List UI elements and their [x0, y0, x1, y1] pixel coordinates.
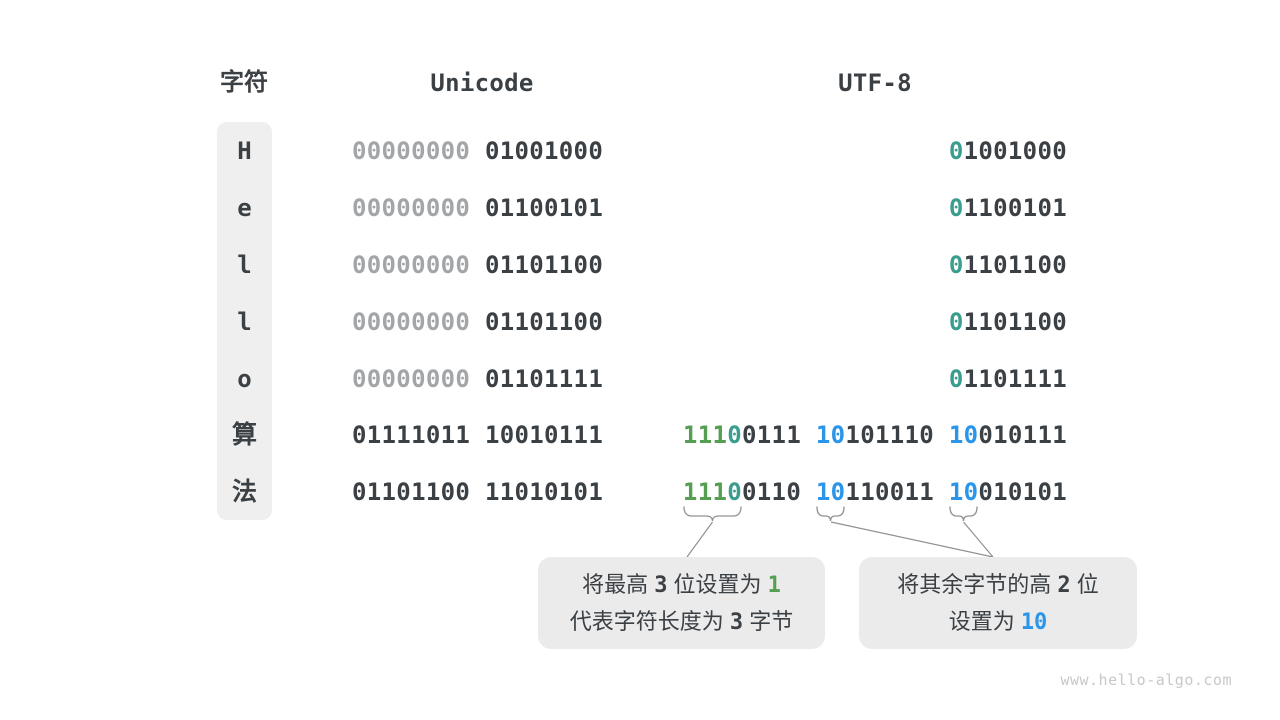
callout-text-line: 将最高 3 位设置为 1: [582, 566, 781, 603]
bit-segment: 0: [948, 194, 964, 223]
character-cell: H: [237, 137, 252, 166]
character-cell: 算: [231, 421, 257, 450]
callout-text: 将最高: [582, 572, 655, 597]
callout-highlight: 2: [1057, 573, 1071, 598]
bit-segment: 0: [948, 364, 964, 393]
bit-segment: 10: [948, 478, 979, 507]
unicode-binary-cell: 00000000 01100101: [352, 192, 603, 224]
bit-segment: 00000000: [352, 194, 471, 223]
bit-segment: 101110: [845, 421, 935, 450]
bit-segment: 01111011: [352, 421, 471, 450]
column-header-unicode: Unicode: [430, 69, 534, 97]
bit-segment: 10010111: [484, 421, 604, 450]
bit-segment: 10: [815, 421, 846, 450]
column-header-character: 字符: [220, 69, 268, 96]
bit-segment: 00000000: [352, 137, 471, 166]
unicode-binary-cell: 00000000 01001000: [352, 135, 603, 167]
column-header-utf8: UTF-8: [838, 69, 912, 97]
callout-highlight: 10: [1020, 610, 1048, 635]
bit-segment: 00000000: [352, 250, 471, 279]
character-column-background: [217, 122, 272, 520]
bit-segment: 01101100: [484, 307, 604, 336]
callout-text-line: 代表字符长度为 3 字节: [570, 603, 794, 640]
callout-text: 将其余字节的高: [897, 572, 1058, 597]
bit-segment: 010101: [978, 478, 1067, 507]
bit-segment: 1101111: [963, 364, 1067, 393]
character-cell: o: [237, 364, 252, 393]
character-cell: l: [237, 307, 252, 336]
bit-segment: 00000000: [352, 364, 471, 393]
character-cell: 法: [231, 478, 257, 507]
utf8-binary-cell: 11100110 10110011 10010101: [683, 476, 1067, 508]
callout-highlight: 3: [654, 573, 668, 598]
bit-segment: 0: [948, 250, 964, 279]
bit-segment: 10: [815, 478, 846, 507]
unicode-binary-cell: 00000000 01101100: [352, 306, 603, 338]
unicode-binary-cell: 01101100 11010101: [352, 476, 603, 508]
connector-line-continuation-2: [830, 521, 994, 558]
bit-segment: 1001000: [963, 137, 1067, 166]
bit-segment: 11010101: [484, 478, 604, 507]
callout-text: 代表字符长度为: [569, 609, 730, 634]
character-cell: l: [237, 250, 252, 279]
underbrace-leading-bits: [683, 506, 742, 522]
bit-segment: 010111: [978, 421, 1067, 450]
character-cell: e: [237, 194, 252, 223]
connector-line-continuation-3: [963, 521, 994, 558]
underbrace-continuation-byte-2: [816, 506, 845, 522]
bit-segment: 00000000: [352, 307, 471, 336]
unicode-binary-cell: 00000000 01101111: [352, 363, 603, 395]
bit-segment: 0110: [742, 478, 802, 507]
bit-segment: 10: [948, 421, 979, 450]
bit-segment: 0111: [742, 421, 802, 450]
callout-text: 位: [1070, 572, 1099, 597]
bit-segment: 110011: [845, 478, 935, 507]
callout-text: 设置为: [948, 609, 1021, 634]
callout-highlight: 1: [767, 573, 781, 598]
bit-segment: 0: [948, 137, 964, 166]
callout-text: 字节: [743, 609, 794, 634]
utf8-binary-cell: 11100111 10101110 10010111: [683, 419, 1067, 451]
bit-segment: 01001000: [484, 137, 604, 166]
bit-segment: 1100101: [963, 194, 1067, 223]
bit-segment: 0: [948, 307, 964, 336]
utf8-binary-cell: 01100101: [949, 192, 1067, 224]
bit-segment: 01101100: [352, 478, 471, 507]
utf8-binary-cell: 01001000: [949, 135, 1067, 167]
bit-segment: 111: [682, 421, 728, 450]
connector-line-leading: [686, 521, 713, 558]
unicode-binary-cell: 01111011 10010111: [352, 419, 603, 451]
bit-segment: 0: [727, 421, 743, 450]
utf8-binary-cell: 01101100: [949, 249, 1067, 281]
bit-segment: 1101100: [963, 250, 1067, 279]
callout-text: 位设置为: [667, 572, 768, 597]
bit-segment: 01101111: [484, 364, 604, 393]
unicode-binary-cell: 00000000 01101100: [352, 249, 603, 281]
callout-continuation-bits: 将其余字节的高 2 位设置为 10: [859, 557, 1137, 649]
bit-segment: 1101100: [963, 307, 1067, 336]
bit-segment: 01101100: [484, 250, 604, 279]
utf8-binary-cell: 01101100: [949, 306, 1067, 338]
bit-segment: 01100101: [484, 194, 604, 223]
bit-segment: 0: [727, 478, 743, 507]
callout-text-line: 将其余字节的高 2 位: [897, 566, 1099, 603]
utf8-binary-cell: 01101111: [949, 363, 1067, 395]
underbrace-continuation-byte-3: [949, 506, 978, 522]
watermark: www.hello-algo.com: [1060, 671, 1232, 689]
bit-segment: 111: [682, 478, 728, 507]
callout-text-line: 设置为 10: [949, 603, 1048, 640]
callout-highlight: 3: [729, 610, 744, 635]
